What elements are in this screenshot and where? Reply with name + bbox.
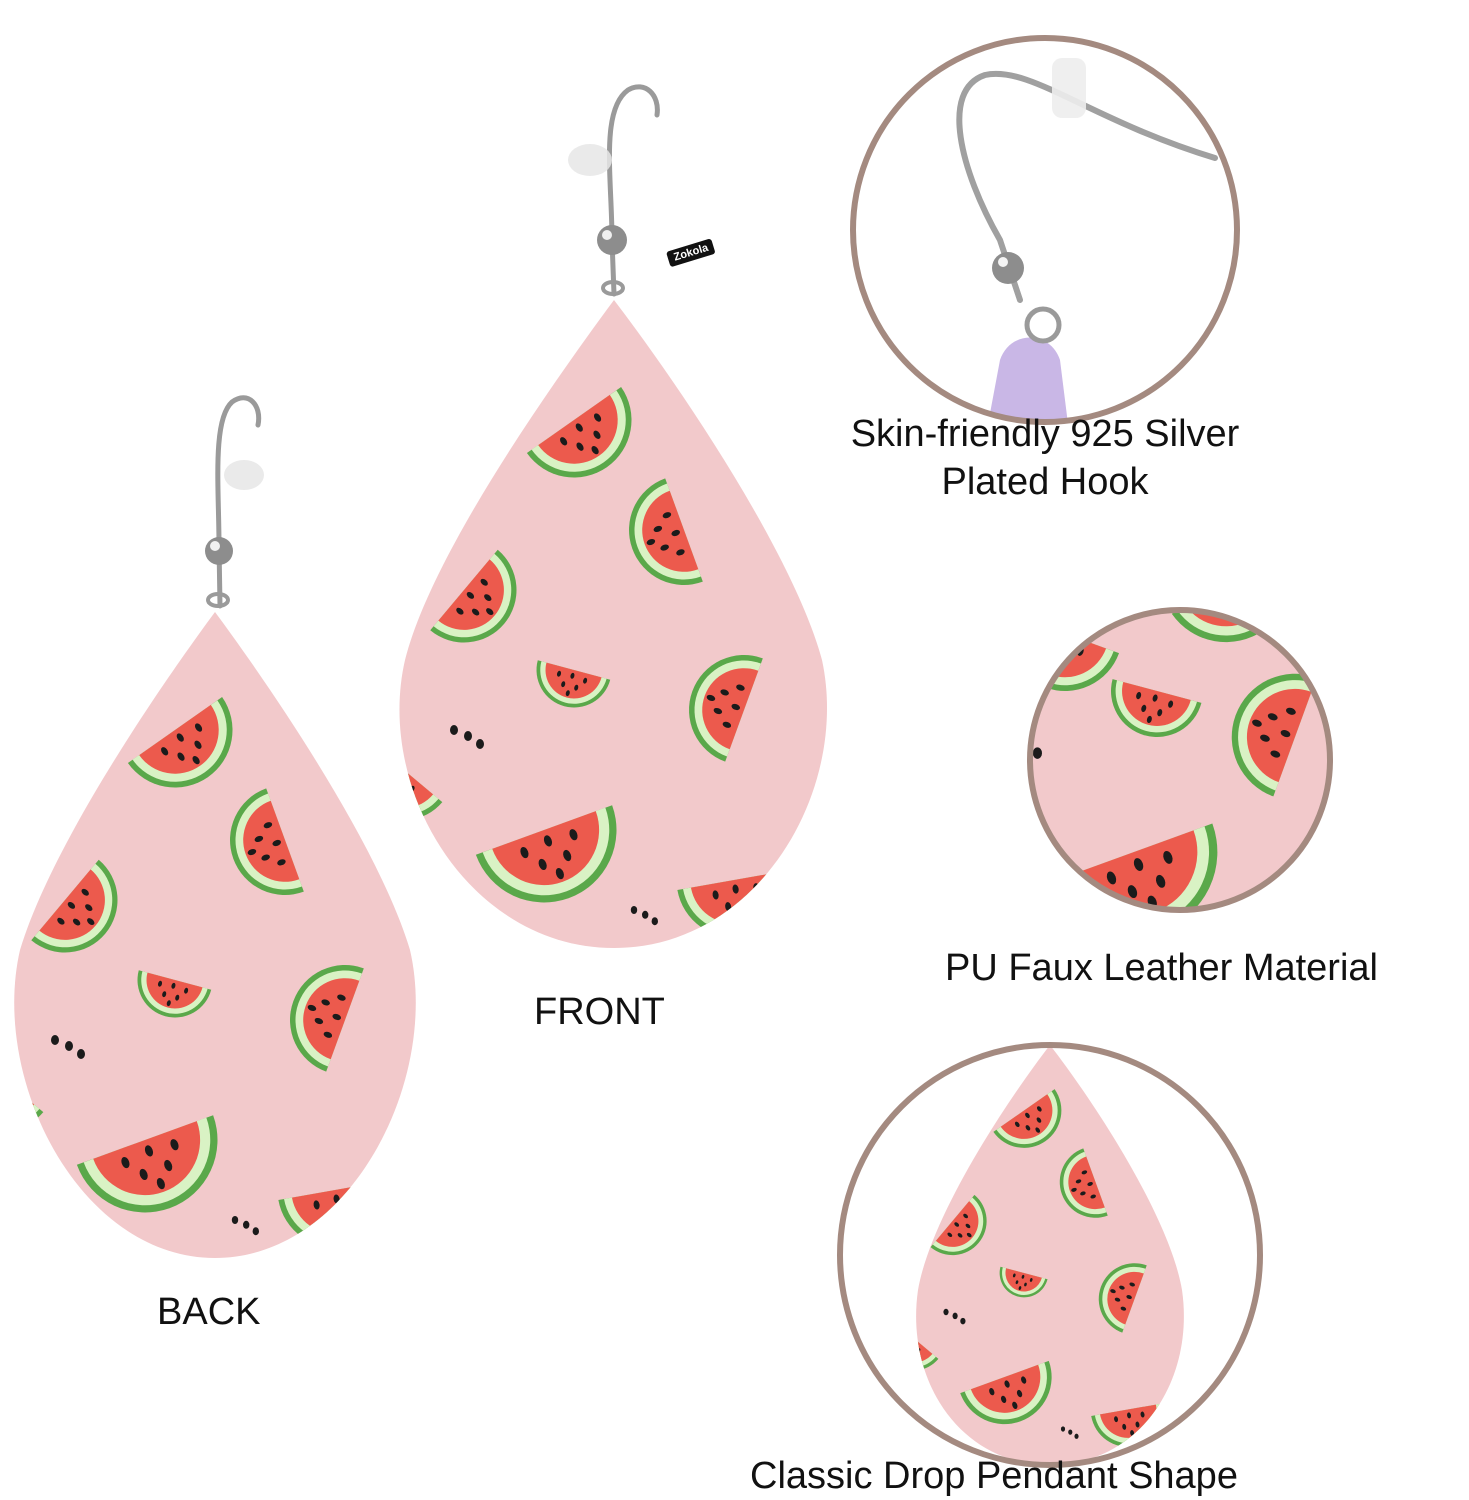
earring-hook-icon bbox=[606, 84, 660, 297]
earring-hook-icon bbox=[215, 395, 262, 609]
material-detail-circle bbox=[1027, 607, 1333, 913]
back-label: BACK bbox=[157, 1291, 261, 1333]
shape-caption: Classic Drop Pendant Shape bbox=[750, 1455, 1238, 1497]
hook-detail-circle bbox=[850, 35, 1240, 425]
shape-detail-circle bbox=[837, 1042, 1263, 1468]
hook-caption-line2: Plated Hook bbox=[941, 461, 1149, 503]
front-earring bbox=[399, 84, 828, 948]
front-label: FRONT bbox=[534, 991, 665, 1033]
hook-caption-line1: Skin-friendly 925 Silver bbox=[850, 413, 1240, 455]
earring-hook-icon bbox=[956, 70, 1218, 303]
back-earring bbox=[14, 395, 416, 1258]
material-caption: PU Faux Leather Material bbox=[945, 947, 1378, 989]
